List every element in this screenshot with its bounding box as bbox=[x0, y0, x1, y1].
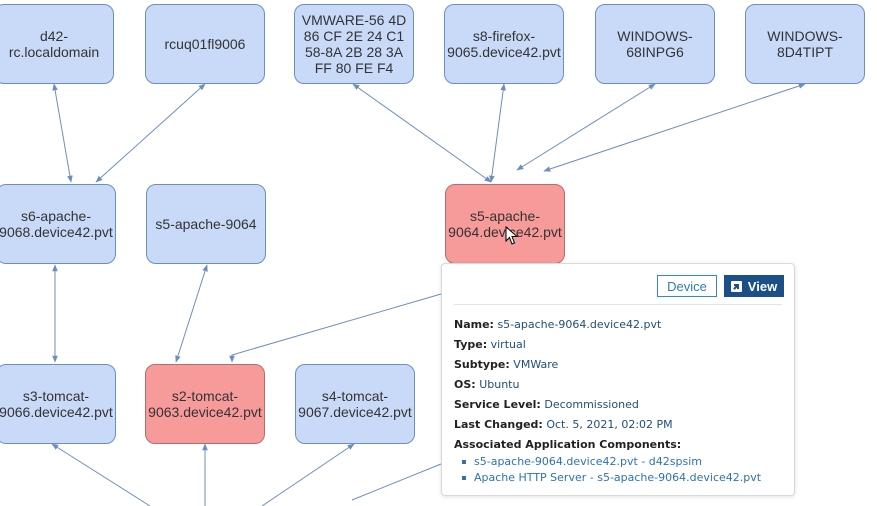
edge bbox=[261, 443, 355, 506]
field-label: Name: bbox=[454, 318, 494, 331]
device-button[interactable]: Device bbox=[657, 275, 717, 297]
field-value: Decommissioned bbox=[544, 398, 639, 411]
component-link-label: s5-apache-9064.device42.pvt - d42spsim bbox=[474, 455, 702, 468]
components-heading: Associated Application Components: bbox=[454, 438, 681, 451]
node-label: d42- rc.localdomain bbox=[8, 28, 100, 60]
field-service-level: Service Level: Decommissioned bbox=[454, 398, 639, 411]
node-s2-tomcat[interactable]: s2-tomcat- 9063.device42.pvt bbox=[145, 364, 265, 444]
node-label: s6-apache- 9068.device42.pvt bbox=[0, 208, 113, 240]
mouse-pointer-icon bbox=[505, 226, 519, 245]
field-label: Subtype: bbox=[454, 358, 510, 371]
device-tooltip: Device View Name: s5-apache-9064.device4… bbox=[441, 263, 795, 496]
node-label: s8-firefox- 9065.device42.pvt bbox=[447, 28, 561, 60]
node-label: WINDOWS- 68INPG6 bbox=[617, 28, 693, 60]
components-list: s5-apache-9064.device42.pvt - d42spsim A… bbox=[454, 454, 761, 486]
node-s6-apache[interactable]: s6-apache- 9068.device42.pvt bbox=[0, 184, 116, 264]
field-label: Last Changed: bbox=[454, 418, 543, 431]
node-rcuq01fl9006[interactable]: rcuq01fl9006 bbox=[145, 4, 265, 84]
node-label: rcuq01fl9006 bbox=[164, 36, 246, 52]
field-type: Type: virtual bbox=[454, 338, 526, 351]
node-s8-firefox[interactable]: s8-firefox- 9065.device42.pvt bbox=[444, 4, 564, 84]
edge bbox=[229, 293, 442, 363]
external-link-icon bbox=[730, 280, 742, 292]
field-value: VMWare bbox=[513, 358, 559, 371]
field-value: virtual bbox=[490, 338, 526, 351]
edge bbox=[51, 443, 151, 506]
field-value: Oct. 5, 2021, 02:02 PM bbox=[546, 418, 673, 431]
node-label: s4-tomcat- 9067.device42.pvt bbox=[298, 388, 412, 420]
node-s4-tomcat[interactable]: s4-tomcat- 9067.device42.pvt bbox=[295, 364, 415, 444]
edge bbox=[351, 463, 442, 501]
field-value: Ubuntu bbox=[479, 378, 520, 391]
view-button-label: View bbox=[747, 278, 778, 294]
bullet-icon bbox=[462, 460, 466, 464]
field-label: Type: bbox=[454, 338, 488, 351]
edge bbox=[352, 83, 492, 183]
node-label: s5-apache-9064 bbox=[155, 216, 257, 232]
field-subtype: Subtype: VMWare bbox=[454, 358, 558, 371]
bullet-icon bbox=[462, 476, 466, 480]
node-vmware[interactable]: VMWARE-56 4D 86 CF 2E 24 C1 58-8A 2B 28 … bbox=[294, 4, 414, 84]
component-link[interactable]: s5-apache-9064.device42.pvt - d42spsim bbox=[454, 454, 761, 470]
node-windows-68inpg6[interactable]: WINDOWS- 68INPG6 bbox=[595, 4, 715, 84]
node-label: s5-apache- 9064.device42.pvt bbox=[448, 208, 562, 240]
node-s5-apache-selected[interactable]: s5-apache- 9064.device42.pvt bbox=[445, 184, 565, 264]
edge bbox=[52, 83, 73, 183]
edge bbox=[489, 83, 506, 183]
field-label: Associated Application Components: bbox=[454, 438, 682, 451]
edge bbox=[543, 83, 806, 172]
node-s3-tomcat[interactable]: s3-tomcat- 9066.device42.pvt bbox=[0, 364, 116, 444]
field-name: Name: s5-apache-9064.device42.pvt bbox=[454, 318, 661, 331]
node-windows-8d4tipt[interactable]: WINDOWS- 8D4TIPT bbox=[745, 4, 865, 84]
edge bbox=[175, 264, 208, 363]
field-last-changed: Last Changed: Oct. 5, 2021, 02:02 PM bbox=[454, 418, 673, 431]
divider bbox=[454, 304, 782, 305]
node-d42-rc-localdomain[interactable]: d42- rc.localdomain bbox=[0, 4, 114, 84]
node-label: VMWARE-56 4D 86 CF 2E 24 C1 58-8A 2B 28 … bbox=[301, 12, 407, 76]
node-label: WINDOWS- 8D4TIPT bbox=[767, 28, 843, 60]
field-os: OS: Ubuntu bbox=[454, 378, 519, 391]
component-link[interactable]: Apache HTTP Server - s5-apache-9064.devi… bbox=[454, 470, 761, 486]
component-link-label: Apache HTTP Server - s5-apache-9064.devi… bbox=[474, 471, 762, 484]
field-label: Service Level: bbox=[454, 398, 541, 411]
edge bbox=[95, 83, 206, 183]
field-value: s5-apache-9064.device42.pvt bbox=[497, 318, 662, 331]
node-s5-apache-9064[interactable]: s5-apache-9064 bbox=[146, 184, 266, 264]
node-label: s2-tomcat- 9063.device42.pvt bbox=[148, 388, 262, 420]
field-label: OS: bbox=[454, 378, 476, 391]
node-label: s3-tomcat- 9066.device42.pvt bbox=[0, 388, 113, 420]
view-button[interactable]: View bbox=[724, 275, 784, 297]
